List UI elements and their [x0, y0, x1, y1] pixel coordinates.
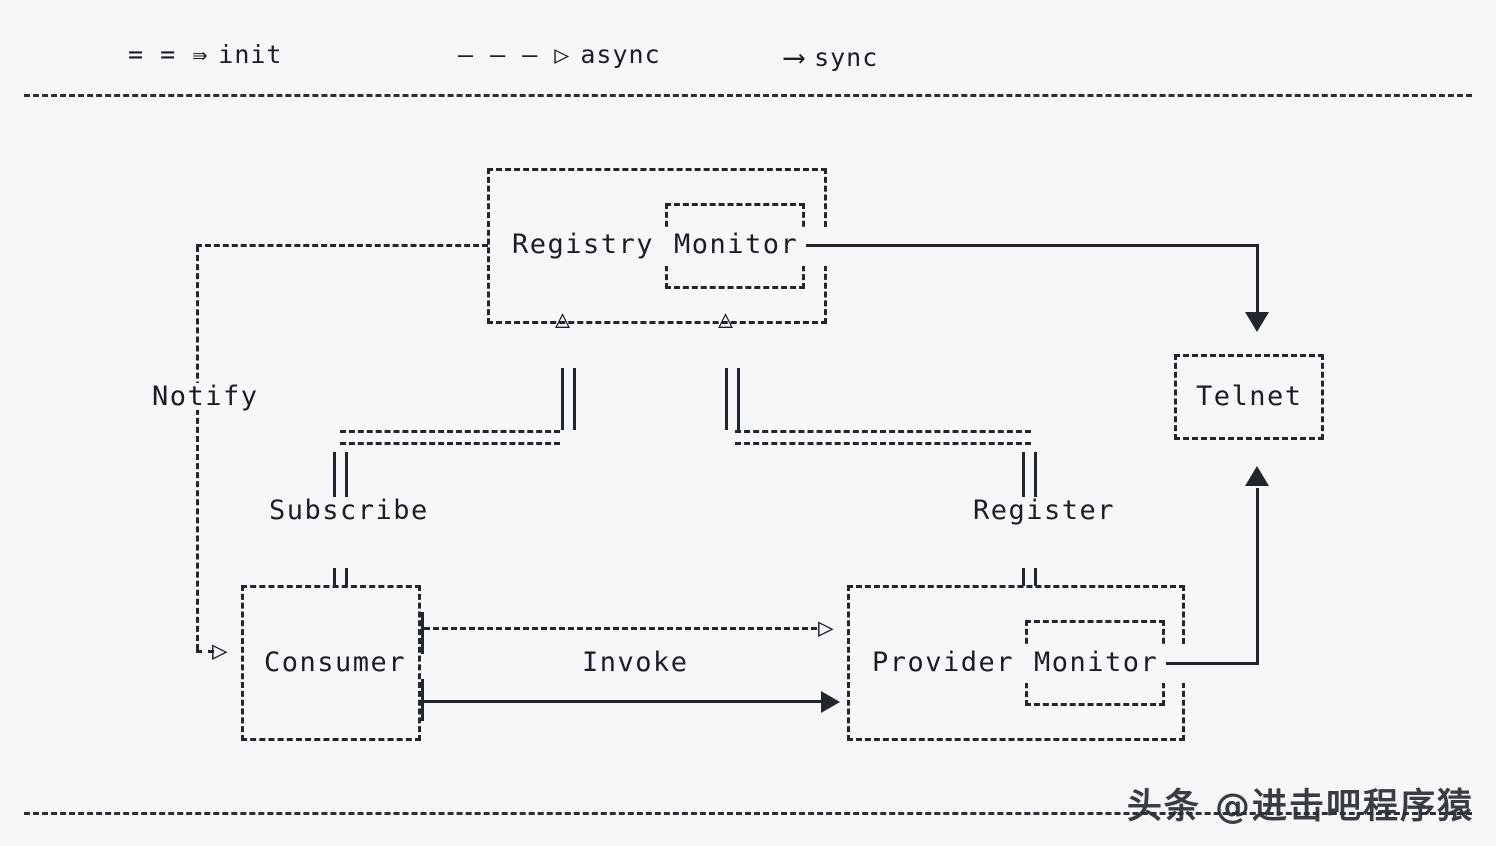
- legend-label-async: async: [580, 40, 661, 69]
- sync-arrow-icon: ⟶: [785, 40, 805, 75]
- async-arrow-icon: – – – ▷: [458, 40, 571, 69]
- node-consumer[interactable]: [241, 585, 421, 741]
- node-registry-monitor-label: Monitor: [672, 229, 801, 260]
- node-provider-monitor-label: Monitor: [1032, 647, 1161, 678]
- node-telnet[interactable]: [1174, 354, 1324, 440]
- telnet-border-gap: [1300, 378, 1314, 416]
- legend-label-init: init: [218, 40, 283, 69]
- edge-register-label: Register: [969, 497, 1120, 524]
- edge-subscribe-segment-lower: [333, 568, 348, 586]
- edge-provider-monitor-telnet-vertical: [1256, 488, 1259, 664]
- legend-item-init: = = ⇛ init: [128, 40, 282, 69]
- edge-register-segment-lower: [1022, 568, 1037, 586]
- registry-border-gap: [821, 228, 835, 266]
- legend: = = ⇛ init – – – ▷ async ⟶ sync: [0, 0, 1496, 110]
- triangle-up-register-icon: △: [718, 304, 734, 333]
- edge-register-segment-horizontal: [735, 430, 1031, 445]
- legend-item-async: – – – ▷ async: [458, 40, 661, 69]
- arrow-invoke-sync-filled-right-icon: [821, 691, 840, 713]
- node-provider-label: Provider: [872, 647, 1015, 678]
- watermark: 头条 @进击吧程序猿: [1126, 787, 1474, 827]
- divider-top: [24, 94, 1472, 97]
- legend-label-sync: sync: [814, 43, 879, 72]
- edge-notify-segment-bottom: [196, 650, 214, 653]
- arrow-telnet-in-filled-down-icon: [1245, 312, 1269, 332]
- edge-register-segment-to-registry: [725, 368, 740, 430]
- edge-register-segment-upper: [1022, 452, 1037, 510]
- edge-notify-segment-vertical: [196, 246, 199, 650]
- divider-bottom: [24, 812, 1472, 815]
- triangle-up-subscribe-icon: △: [555, 304, 571, 333]
- legend-item-sync: ⟶ sync: [785, 40, 878, 75]
- edge-registry-monitor-telnet-horizontal: [806, 244, 1258, 247]
- edge-notify-segment-top: [196, 244, 488, 247]
- edge-registry-monitor-telnet-vertical: [1256, 244, 1259, 314]
- arrow-notify-hollow-right-icon: ▷: [212, 636, 228, 666]
- edge-subscribe-label: Subscribe: [265, 497, 433, 524]
- edge-notify-label: Notify: [148, 383, 263, 410]
- edge-invoke-sync-line: [424, 700, 822, 703]
- edge-invoke-async-origin-tick: [421, 612, 424, 654]
- edge-invoke-label: Invoke: [578, 649, 693, 676]
- init-arrow-icon: = = ⇛: [128, 40, 209, 69]
- edge-provider-monitor-telnet-horizontal: [1166, 662, 1259, 665]
- edge-subscribe-segment-upper: [333, 452, 348, 510]
- edge-invoke-sync-origin-tick: [421, 679, 424, 721]
- node-telnet-label: Telnet: [1196, 381, 1303, 412]
- edge-invoke-async-line: [424, 627, 817, 630]
- edge-subscribe-segment-to-registry: [561, 368, 576, 430]
- node-registry-label: Registry: [512, 229, 655, 260]
- arrow-telnet-out-filled-up-icon: [1245, 466, 1269, 486]
- edge-subscribe-segment-horizontal: [340, 430, 560, 445]
- arrow-invoke-async-hollow-right-icon: ▷: [818, 613, 834, 643]
- node-consumer-label: Consumer: [264, 647, 407, 678]
